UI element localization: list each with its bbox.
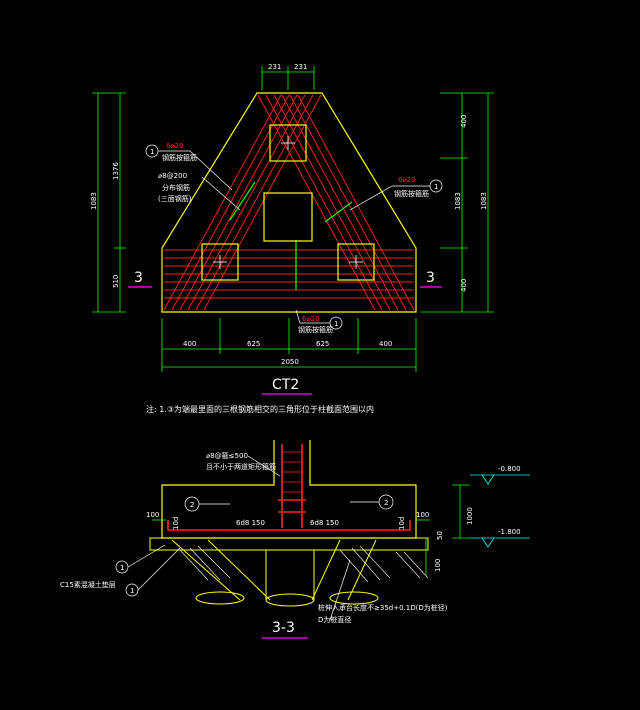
cushion-layer <box>149 537 429 551</box>
stirrup-note-2: 且不小于两道矩形箍筋 <box>206 462 276 471</box>
callout-a: 1 <box>150 148 154 156</box>
distribution-rebar <box>229 181 353 290</box>
rebar-b-label: ⌀8@200 <box>158 172 187 180</box>
callout-2-right: 2 <box>384 499 388 507</box>
rebar-b-note1: 分布钢筋 <box>162 183 190 192</box>
dim-100-bottom: 100 <box>434 559 442 572</box>
rebar-c-note: 钢筋按箍筋 <box>394 189 429 198</box>
rebar-d-label: 6⌀20 <box>302 315 320 323</box>
dim-left-outer: 1083 <box>90 192 98 210</box>
callout-1-b: 1 <box>130 587 134 595</box>
pile-columns <box>201 124 375 281</box>
dim-bottom-3: 625 <box>316 340 329 348</box>
dim-total: 2050 <box>281 358 299 366</box>
column-outline <box>161 440 417 539</box>
dim-right <box>420 92 494 313</box>
pile-top <box>269 124 307 162</box>
rebar-b-note2: (三面钢筋) <box>158 194 192 203</box>
rebar-horizontal <box>164 249 414 299</box>
pile-note-1: 桩伸入承台长度不≥35d+0.1D(D为桩径) <box>318 603 448 612</box>
elev-top: -0.800 <box>498 465 521 473</box>
section-view: 1000 100 100 50 100 10d 10d -0.800 -1.80… <box>60 440 530 639</box>
callout-d: 1 <box>334 320 338 328</box>
callout-2-left: 2 <box>190 501 194 509</box>
dim-100-left: 100 <box>146 511 159 519</box>
dim-left-lower: 510 <box>112 275 120 288</box>
dim-bottom <box>161 318 417 372</box>
callout-c: 1 <box>434 183 438 191</box>
callout-1-a: 1 <box>120 564 124 572</box>
rebar-c-label: 6⌀20 <box>398 176 416 184</box>
dim-top-1: 231 <box>268 63 281 71</box>
leaders <box>145 144 443 330</box>
section-mark-left: 3 <box>134 270 143 286</box>
dim-left <box>92 92 126 313</box>
section-mark-right: 3 <box>426 270 435 286</box>
plan-view: 231 231 1083 1376 510 400 1083 400 1083 <box>90 63 494 395</box>
rebar-label-right: 6d8 150 <box>310 519 339 527</box>
rebar-label-left: 6d8 150 <box>236 519 265 527</box>
dim-1000: 1000 <box>466 507 474 525</box>
rebar-diagonal-a <box>257 94 415 311</box>
pile-hatch <box>179 545 429 583</box>
dim-bottom-2: 625 <box>247 340 260 348</box>
stirrup-note-1: ⌀8@箍≤500 <box>206 451 248 460</box>
pile-right <box>337 243 375 281</box>
pile-center-marks <box>213 136 363 269</box>
lap-right: 10d <box>398 517 406 530</box>
pile-center <box>263 192 313 242</box>
section-dims <box>152 484 470 575</box>
dim-right-mid: 1083 <box>454 192 462 210</box>
dim-left-upper: 1376 <box>112 162 120 180</box>
rebar-a-note: 钢筋按箍筋 <box>162 153 197 162</box>
elev-bottom: -1.800 <box>498 528 521 536</box>
cushion-note: C15素混凝土垫层 <box>60 580 116 589</box>
section-title: 3-3 <box>272 620 295 636</box>
elevation-marks <box>470 474 530 548</box>
dim-top-2: 231 <box>294 63 307 71</box>
dim-bottom-4: 400 <box>379 340 392 348</box>
pile-cap-outline <box>161 92 417 313</box>
pile-note-2: D为桩直径 <box>318 615 351 624</box>
dim-50: 50 <box>436 531 444 540</box>
dim-right-outer: 1083 <box>480 192 488 210</box>
dim-right-top: 400 <box>460 115 468 128</box>
piles <box>171 539 379 607</box>
rebar-a-label: 6⌀20 <box>166 142 184 150</box>
dim-right-bottom: 400 <box>460 279 468 292</box>
lap-left: 10d <box>172 517 180 530</box>
column-stirrups <box>282 451 302 493</box>
rebar-d-note: 钢筋按箍筋 <box>298 325 333 334</box>
dim-top <box>261 66 315 90</box>
note-text: 注: 1.③为端最里面的三根钢筋相交的三角形位于柱截面范围以内 <box>146 404 374 414</box>
section-rebar <box>167 444 411 531</box>
dim-100-right: 100 <box>416 511 429 519</box>
pile-left <box>201 243 239 281</box>
section-callouts <box>115 455 394 621</box>
plan-title: CT2 <box>272 377 299 393</box>
dim-bottom-1: 400 <box>183 340 196 348</box>
